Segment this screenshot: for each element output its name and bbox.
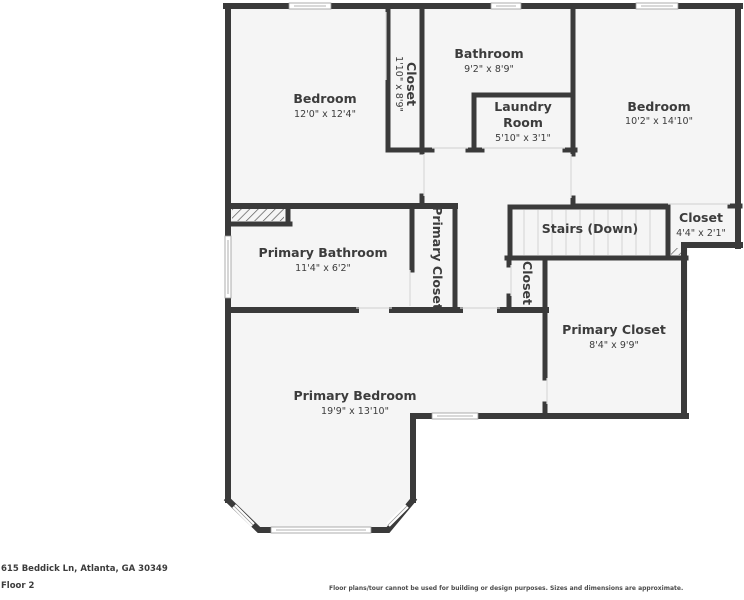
room-dimensions: 10'2" x 14'10": [625, 116, 693, 127]
property-address: 615 Beddick Ln, Atlanta, GA 30349: [1, 564, 168, 574]
room-primary-closet-small: Primary Closet: [430, 206, 445, 310]
room-name-line2: Room: [503, 115, 543, 130]
disclaimer-text: Floor plans/tour cannot be used for buil…: [329, 585, 684, 592]
room-dimensions: 8'4" x 9'9": [589, 340, 639, 351]
room-name: Bathroom: [454, 46, 523, 61]
room-bedroom-1: Bedroom 12'0" x 12'4": [293, 91, 356, 120]
room-name: Primary Closet: [430, 206, 445, 310]
room-name: Primary Bedroom: [293, 388, 416, 403]
room-primary-bathroom: Primary Bathroom 11'4" x 6'2": [259, 245, 388, 274]
room-name: Closet: [404, 62, 419, 106]
room-closet-2: Closet 4'4" x 2'1": [676, 210, 726, 239]
room-name: Bedroom: [293, 91, 356, 106]
door-openings: [356, 12, 730, 404]
room-name: Stairs (Down): [542, 221, 639, 236]
room-dimensions: 11'4" x 6'2": [295, 263, 351, 274]
room-dimensions: 5'10" x 3'1": [495, 133, 551, 144]
room-bathroom: Bathroom 9'2" x 8'9": [454, 46, 523, 75]
room-primary-bedroom: Primary Bedroom 19'9" x 13'10": [293, 388, 416, 417]
room-closet-1: Closet 1'10" x 8'9": [393, 56, 419, 112]
interior-walls: [225, 5, 743, 419]
room-name: Primary Closet: [562, 322, 666, 337]
room-laundry: Laundry Room 5'10" x 3'1": [494, 99, 551, 144]
stair-treads: [523, 210, 651, 255]
room-closet-3: Closet: [520, 261, 535, 305]
room-name-line1: Laundry: [494, 99, 551, 114]
room-name: Closet: [520, 261, 535, 305]
hatched-chase-2: [671, 248, 681, 255]
room-name: Closet: [679, 210, 723, 225]
room-dimensions: 4'4" x 2'1": [676, 228, 726, 239]
room-stairs: Stairs (Down): [542, 221, 639, 236]
room-bedroom-2: Bedroom 10'2" x 14'10": [625, 99, 693, 127]
room-name: Bedroom: [627, 99, 690, 114]
floor-label: Floor 2: [1, 581, 35, 591]
room-name: Primary Bathroom: [259, 245, 388, 260]
room-dimensions: 1'10" x 8'9": [393, 56, 404, 112]
hatched-chase-1: [232, 209, 284, 221]
room-dimensions: 19'9" x 13'10": [321, 406, 389, 417]
room-primary-closet: Primary Closet 8'4" x 9'9": [562, 322, 666, 351]
room-dimensions: 12'0" x 12'4": [294, 109, 356, 120]
room-dimensions: 9'2" x 8'9": [464, 64, 514, 75]
windows: [224, 2, 679, 534]
